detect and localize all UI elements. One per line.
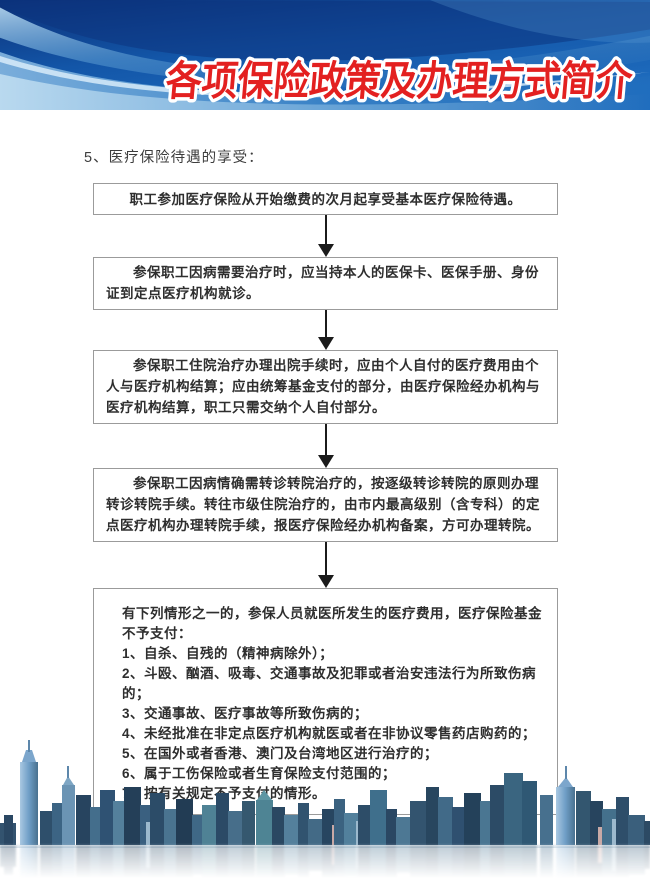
arrow-shaft (324, 424, 327, 455)
city-skyline (0, 740, 650, 845)
arrow-down-icon (317, 455, 334, 468)
arrow-down-icon (317, 575, 334, 588)
flowchart: 职工参加医疗保险从开始缴费的次月起享受基本医疗保险待遇。 参保职工因病需要治疗时… (93, 183, 558, 815)
flow-step-5-item-1: 1、自杀、自残的（精神病除外）； (122, 646, 334, 661)
header-thin-arc (0, 56, 650, 98)
section-label: 5、医疗保险待遇的享受： (84, 150, 264, 166)
flow-arrow-2 (317, 310, 335, 350)
flow-step-4: 参保职工因病情确需转诊转院治疗的，按逐级转诊转院的原则办理转诊转院手续。转往市级… (93, 468, 558, 542)
flow-step-1: 职工参加医疗保险从开始缴费的次月起享受基本医疗保险待遇。 (93, 183, 558, 215)
skyline-reflection (0, 845, 650, 882)
flow-step-4-text: 参保职工因病情确需转诊转院治疗的，按逐级转诊转院的原则办理转诊转院手续。转往市级… (106, 476, 540, 533)
arrow-shaft (324, 310, 327, 337)
flow-step-5-intro: 有下列情形之一的，参保人员就医所发生的医疗费用，医疗保险基金不予支付： (122, 606, 542, 641)
poster-title: 各项保险政策及办理方式简介 (164, 58, 635, 104)
flow-step-3-text: 参保职工住院治疗办理出院手续时，应由个人自付的医疗费用由个人与医疗机构结算；应由… (106, 358, 540, 415)
flow-step-5-item-4: 4、未经批准在非定点医疗机构就医或者在非协议零售药店购药的； (122, 726, 537, 741)
poster-title-wrap: 各项保险政策及办理方式简介 (148, 48, 640, 112)
header-band-lower (0, 52, 650, 110)
arrow-down-icon (317, 244, 334, 257)
header-swoosh-dark (0, 0, 650, 61)
flow-step-5: 有下列情形之一的，参保人员就医所发生的医疗费用，医疗保险基金不予支付： 1、自杀… (93, 588, 558, 815)
flow-step-5-item-3: 3、交通事故、医疗事故等所致伤病的； (122, 706, 369, 721)
skyline-graphic (0, 740, 650, 845)
flow-step-2-text: 参保职工因病需要治疗时，应当持本人的医保卡、医保手册、身份证到定点医疗机构就诊。 (106, 265, 539, 301)
flow-arrow-4 (317, 542, 335, 588)
flow-step-2: 参保职工因病需要治疗时，应当持本人的医保卡、医保手册、身份证到定点医疗机构就诊。 (93, 257, 558, 310)
arrow-shaft (324, 542, 327, 575)
header-wave-graphic (0, 0, 650, 110)
flow-arrow-3 (317, 424, 335, 468)
flow-step-5-item-6: 6、属于工伤保险或者生育保险支付范围的； (122, 766, 397, 781)
header-banner: 各项保险政策及办理方式简介 (0, 0, 650, 110)
header-band-lowest (0, 74, 650, 110)
skyline-ground-shadow (0, 843, 650, 848)
poster-title-graphic: 各项保险政策及办理方式简介 (161, 55, 639, 108)
header-swoosh-top (0, 7, 650, 88)
flow-step-1-text: 职工参加医疗保险从开始缴费的次月起享受基本医疗保险待遇。 (129, 191, 522, 207)
header-streak-right (430, 0, 650, 43)
flow-arrow-1 (317, 215, 335, 257)
arrow-shaft (324, 215, 327, 244)
arrow-down-icon (317, 337, 334, 350)
flow-step-5-item-5: 5、在国外或者香港、澳门及台湾地区进行治疗的； (122, 746, 439, 761)
flow-step-3: 参保职工住院治疗办理出院手续时，应由个人自付的医疗费用由个人与医疗机构结算；应由… (93, 350, 558, 424)
buildings (0, 845, 650, 882)
buildings (0, 740, 650, 845)
flow-step-5-item-2: 2、斗殴、酗酒、吸毒、交通事故及犯罪或者治安违法行为所致伤病的； (122, 666, 537, 701)
skyline-graphic (0, 845, 650, 882)
